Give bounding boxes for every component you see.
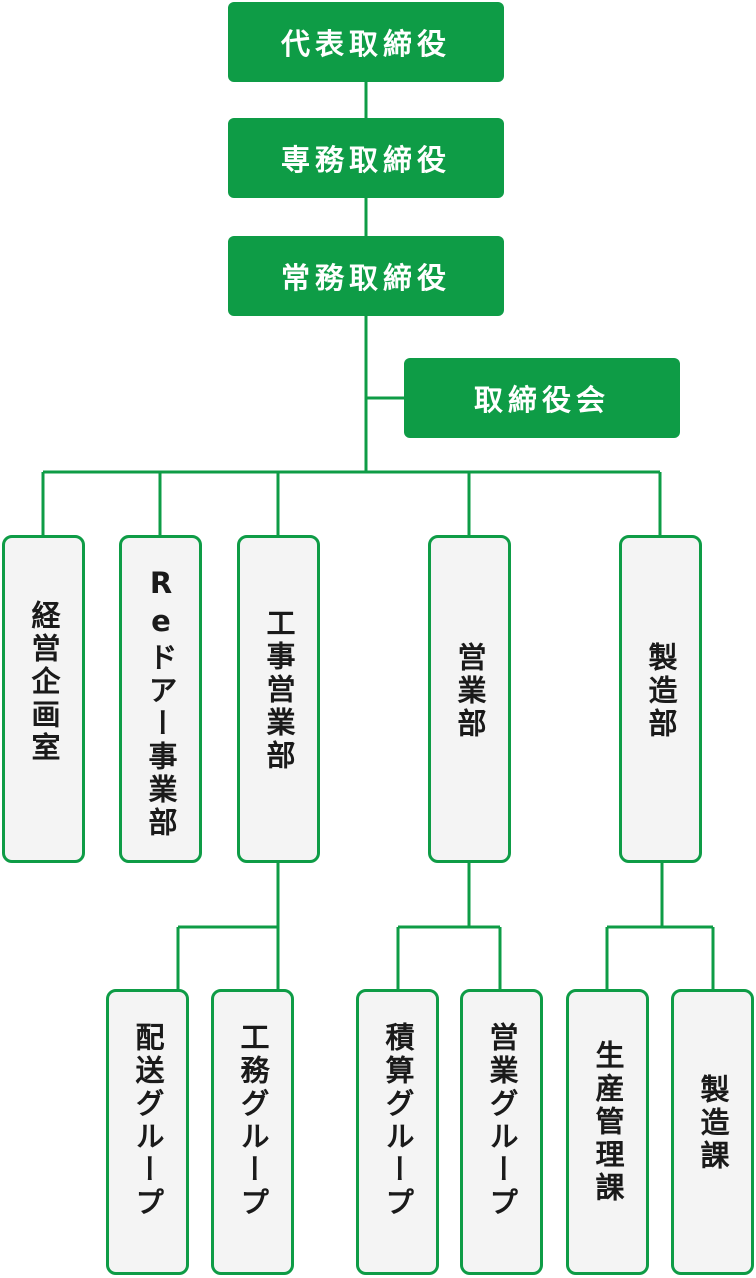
managing-director-label: 常務取締役 [280, 261, 451, 295]
dept-construction-sales: 工事営業部 [237, 535, 320, 863]
group-delivery-label: 配送グループ [131, 1022, 165, 1220]
representative-director-label: 代表取締役 [280, 27, 451, 61]
dept-sales-label: 営業部 [453, 642, 487, 741]
group-sales: 営業グループ [460, 989, 543, 1275]
group-production-management-label: 生産管理課 [591, 1040, 625, 1205]
group-construction-affairs: 工務グループ [211, 989, 294, 1275]
representative-director-box: 代表取締役 [228, 2, 504, 82]
dept-sales: 営業部 [428, 535, 511, 863]
dept-construction-sales-label: 工事営業部 [262, 608, 296, 773]
group-manufacturing-section: 製造課 [671, 989, 754, 1275]
senior-managing-director-box: 専務取締役 [228, 118, 504, 198]
group-sales-label: 営業グループ [485, 1022, 519, 1220]
group-manufacturing-section-label: 製造課 [696, 1074, 730, 1173]
dept-redoor-business: Reドアー事業部 [119, 535, 202, 863]
senior-managing-director-label: 専務取締役 [280, 143, 451, 177]
group-production-management: 生産管理課 [566, 989, 649, 1275]
dept-corporate-planning: 経営企画室 [2, 535, 85, 863]
board-of-directors-box: 取締役会 [404, 358, 680, 438]
managing-director-box: 常務取締役 [228, 236, 504, 316]
group-construction-affairs-label: 工務グループ [236, 1022, 270, 1220]
dept-redoor-business-label: Reドアー事業部 [144, 566, 178, 840]
dept-manufacturing-label: 製造部 [644, 642, 678, 741]
dept-manufacturing: 製造部 [619, 535, 702, 863]
dept-corporate-planning-label: 経営企画室 [27, 600, 61, 765]
group-estimation: 積算グループ [356, 989, 439, 1275]
group-delivery: 配送グループ [106, 989, 189, 1275]
group-estimation-label: 積算グループ [381, 1022, 415, 1220]
board-of-directors-label: 取締役会 [473, 383, 610, 417]
